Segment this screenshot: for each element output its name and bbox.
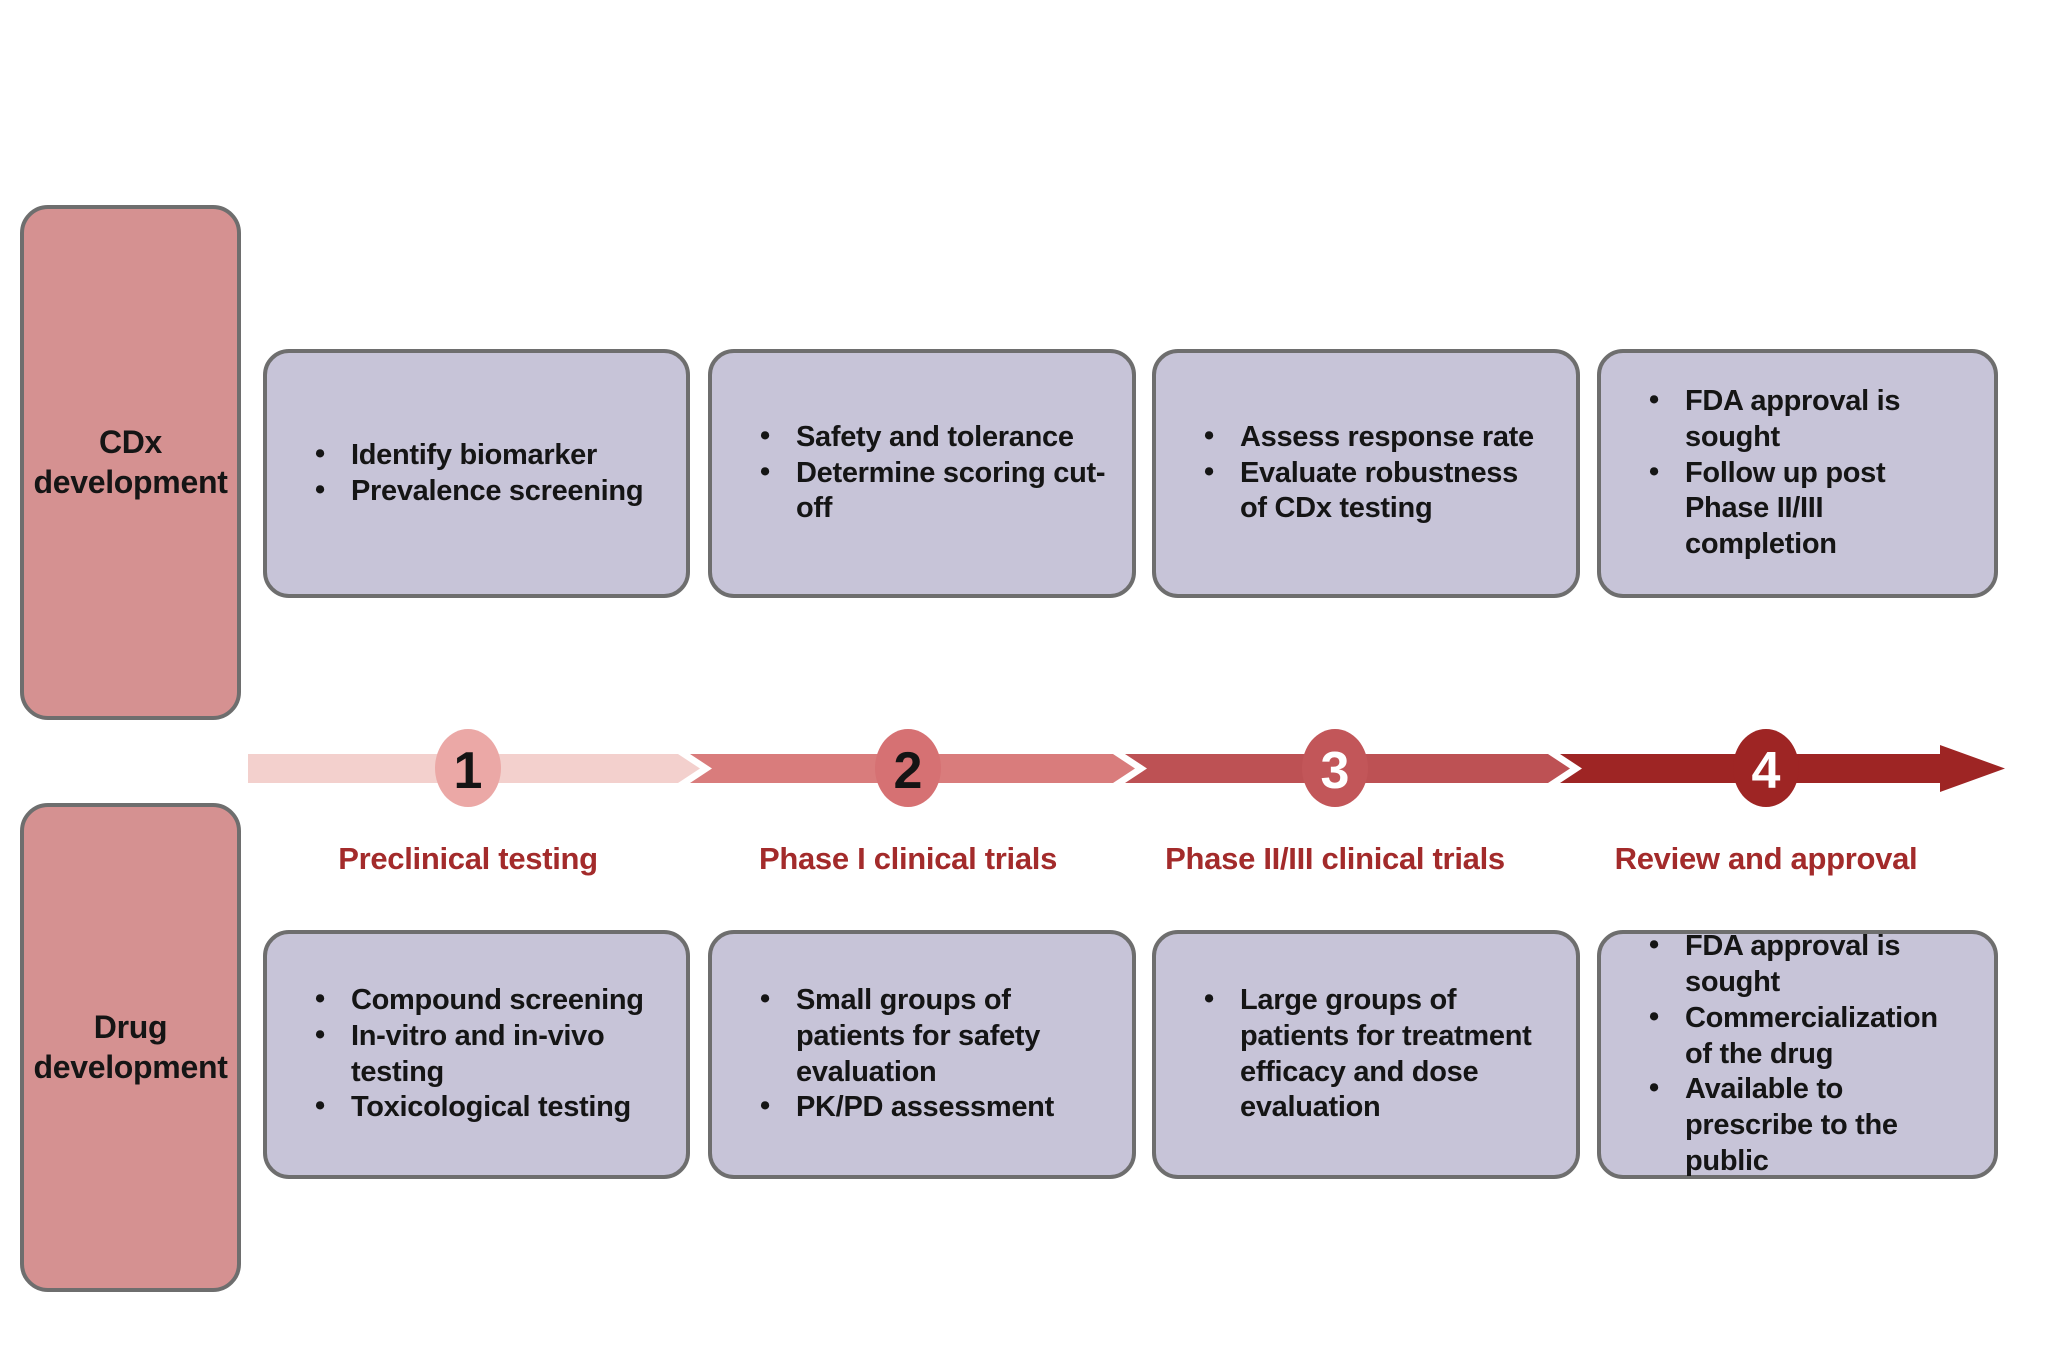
bullet-item: Toxicological testing bbox=[311, 1089, 660, 1126]
bullet-item: Compound screening bbox=[311, 982, 660, 1019]
phase-number-2: 2 bbox=[894, 742, 923, 800]
bullet-item: PK/PD assessment bbox=[756, 1089, 1106, 1126]
cdx-development-box: CDx development bbox=[20, 205, 241, 720]
drug-phase-4-card: FDA approval is sought Commercialization… bbox=[1597, 928, 1998, 1181]
bullet-list: FDA approval is sought Commercialization… bbox=[1629, 928, 1968, 1181]
bullet-item: Follow up post Phase II/III completion bbox=[1645, 455, 1968, 564]
bullet-item: Large groups of patients for treatment e… bbox=[1200, 982, 1550, 1127]
bullet-item: Determine scoring cut-off bbox=[756, 455, 1106, 528]
bullet-list: Assess response rate Evaluate robustness… bbox=[1184, 419, 1550, 528]
drug-phase-2-card: Small groups of patients for safety eval… bbox=[708, 930, 1136, 1179]
phase-label-phase-2-3: Phase II/III clinical trials bbox=[1165, 841, 1505, 876]
drug-development-label: Drug development bbox=[33, 1009, 228, 1085]
phase-number-4: 4 bbox=[1752, 742, 1781, 800]
bullet-item: FDA approval is sought bbox=[1645, 383, 1968, 456]
cdx-phase-4-card: FDA approval is sought Follow up post Ph… bbox=[1597, 349, 1998, 598]
bullet-item: Available to prescribe to the public bbox=[1645, 1071, 1968, 1180]
bullet-list: Small groups of patients for safety eval… bbox=[740, 982, 1106, 1127]
drug-phase-1-card: Compound screening In-vitro and in-vivo … bbox=[263, 930, 690, 1179]
phase-marker-2 bbox=[875, 729, 941, 807]
phase-marker-4 bbox=[1733, 729, 1799, 807]
bullet-list: Large groups of patients for treatment e… bbox=[1184, 982, 1550, 1127]
bullet-item: Evaluate robustness of CDx testing bbox=[1200, 455, 1550, 528]
phase-number-1: 1 bbox=[454, 742, 483, 800]
bullet-item: FDA approval is sought bbox=[1645, 928, 1968, 1001]
cdx-phase-3-card: Assess response rate Evaluate robustness… bbox=[1152, 349, 1580, 598]
timeline-arrow: 1 2 3 4 bbox=[248, 729, 2005, 807]
phase-label-phase-1: Phase I clinical trials bbox=[758, 841, 1058, 876]
bullet-list: Identify biomarker Prevalence screening bbox=[295, 437, 644, 510]
bullet-item: Safety and tolerance bbox=[756, 419, 1106, 456]
phase-marker-1 bbox=[435, 729, 501, 807]
drug-phase-3-card: Large groups of patients for treatment e… bbox=[1152, 930, 1580, 1179]
bullet-item: Identify biomarker bbox=[311, 437, 643, 474]
cdx-phase-1-card: Identify biomarker Prevalence screening bbox=[263, 349, 690, 598]
bullet-list: FDA approval is sought Follow up post Ph… bbox=[1629, 383, 1968, 564]
bullet-item: In-vitro and in-vivo testing bbox=[311, 1018, 660, 1091]
bullet-item: Assess response rate bbox=[1200, 419, 1550, 456]
cdx-development-label: CDx development bbox=[33, 424, 228, 500]
cdx-phase-2-card: Safety and tolerance Determine scoring c… bbox=[708, 349, 1136, 598]
phase-marker-3 bbox=[1302, 729, 1368, 807]
phase-label-preclinical: Preclinical testing bbox=[338, 841, 598, 876]
bullet-item: Commercialization of the drug bbox=[1645, 1000, 1968, 1073]
phase-number-3: 3 bbox=[1321, 742, 1350, 800]
bullet-list: Safety and tolerance Determine scoring c… bbox=[740, 419, 1106, 528]
phase-label-review-approval: Review and approval bbox=[1614, 841, 1918, 876]
drug-development-box: Drug development bbox=[20, 803, 241, 1292]
bullet-item: Prevalence screening bbox=[311, 473, 644, 510]
bullet-list: Compound screening In-vitro and in-vivo … bbox=[295, 982, 660, 1127]
bullet-item: Small groups of patients for safety eval… bbox=[756, 982, 1106, 1091]
